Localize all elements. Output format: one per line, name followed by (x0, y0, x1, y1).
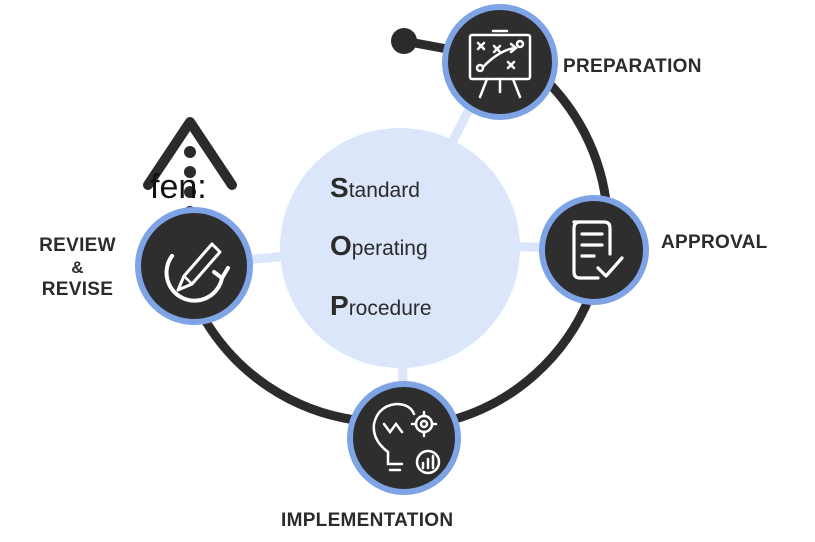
node-review (135, 207, 253, 325)
ring-start-dot (391, 28, 417, 54)
checklist-document-icon (572, 220, 624, 280)
sop-initial-o: O (330, 230, 352, 261)
sop-line-procedure: Procedure (330, 290, 460, 322)
node-preparation (442, 4, 558, 120)
label-review-line3: REVISE (41, 279, 114, 300)
label-review-revise: REVIEW & REVISE (20, 235, 135, 301)
ring-arc-impl-review (200, 315, 360, 425)
node-approval (539, 195, 649, 305)
sop-line-standard: Standard (330, 172, 460, 204)
lightbulb-gear-chart-icon (372, 402, 441, 475)
sop-line-operating: Operating (330, 230, 460, 262)
strategy-board-icon (468, 29, 532, 99)
label-implementation: IMPLEMENTATION (281, 510, 454, 531)
pencil-refresh-icon (164, 242, 230, 303)
ring-arc-approval-impl (447, 291, 595, 425)
sop-initial-s: S (330, 172, 349, 203)
sop-rest-procedure: rocedure (348, 297, 432, 320)
partial-heading-text: fen: (150, 168, 207, 206)
sop-initial-p: P (330, 290, 349, 321)
label-preparation: PREPARATION (563, 56, 702, 77)
center-circle (280, 128, 520, 368)
sop-rest-operating: perating (351, 237, 428, 260)
label-review-line2: & (71, 258, 84, 277)
sop-rest-standard: tandard (348, 179, 420, 202)
label-review-line1: REVIEW (39, 235, 116, 256)
label-approval: APPROVAL (661, 232, 768, 253)
node-implementation (347, 381, 461, 495)
sop-center-text: Standard Operating Procedure (330, 172, 470, 332)
